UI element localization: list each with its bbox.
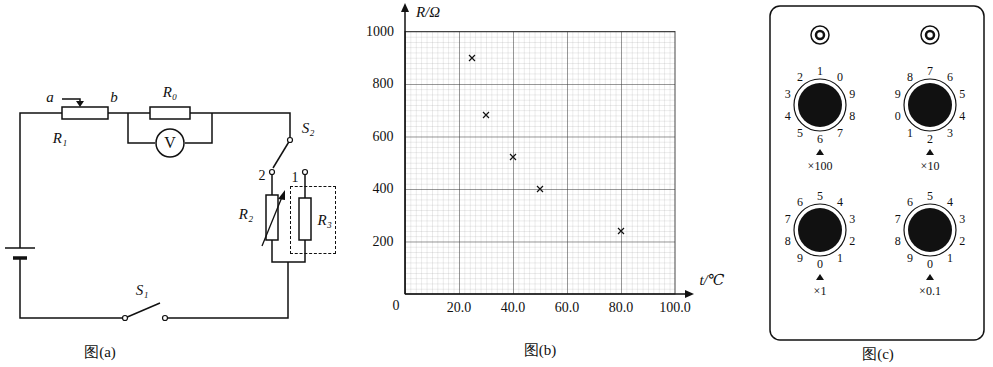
dial-digit: 5 [959,88,965,100]
axes [401,3,694,298]
voltmeter-circle: V [155,128,185,158]
dial-digit: 9 [797,252,803,264]
component-label: R₃ [318,213,332,228]
dial-digit: 4 [837,196,843,208]
dial-digit: 0 [817,258,823,270]
switch-label: S₁ [136,283,149,298]
tick-label: 400 [373,182,394,196]
terminal [811,26,939,44]
figure-caption: 图(b) [524,343,557,358]
dial-digit: 4 [959,110,965,122]
dial-digit: 9 [907,252,913,264]
dial-digit: 2 [927,133,933,145]
switch-contact [123,138,308,321]
dial-digit: 7 [927,65,933,77]
dial-digit: 5 [927,190,933,202]
dial-digit: 1 [817,65,823,77]
tick-label: 80.0 [609,301,634,315]
dial-digit: 6 [947,71,953,83]
dial-digit: 6 [797,196,803,208]
battery-symbol [5,248,35,258]
dial-digit: 3 [947,127,953,139]
dial-digit: 2 [849,235,855,247]
dial-pointer [816,149,934,280]
dial-digit: 7 [895,213,901,225]
circuit-wires [20,113,305,318]
variable-arrow [262,190,285,246]
dial-digit: 5 [817,190,823,202]
contact-number: 1 [292,171,299,185]
dial-digit: 9 [849,88,855,100]
figure-caption: 图(a) [84,345,116,360]
dial-digit: 4 [785,110,791,122]
tick-label: 100.0 [659,301,691,315]
data-points [469,55,624,234]
dial-multiplier: ×1 [814,285,827,297]
slider-arrow [62,99,84,107]
dial-digit: 8 [849,110,855,122]
component-label: R₁ [53,131,67,146]
dial-digit: 1 [947,252,953,264]
figure-caption: 图(c) [862,347,894,362]
dial-digit: 3 [959,213,965,225]
dial-knob [794,79,956,256]
dial-digit: 2 [797,71,803,83]
dial-digit: 6 [817,133,823,145]
tick-label: 800 [373,77,394,91]
component-label: R₂ [239,207,253,222]
contact-number: 2 [259,169,266,183]
tick-label: 1000 [366,25,394,39]
dial-digit: 7 [837,127,843,139]
resistor-symbol [299,198,311,240]
tick-label: 600 [373,130,394,144]
resistor-dashed-box: R₃ [290,186,336,254]
grid-minor [405,32,675,295]
dial-digit: 1 [907,127,913,139]
axis-title: R/Ω [416,5,440,20]
dial-digit: 9 [895,88,901,100]
dial-multiplier: ×100 [808,160,833,172]
dial-digit: 3 [785,88,791,100]
tick-label: 0 [393,299,400,313]
dial-digit: 1 [837,252,843,264]
dial-multiplier: ×0.1 [919,285,941,297]
resistance-box [770,6,984,340]
rheostat-symbol [62,107,108,119]
tick-label: 40.0 [501,301,526,315]
dial-digit: 2 [959,235,965,247]
resistor-symbol [150,107,190,119]
dial-digit: 8 [785,235,791,247]
grid-major [405,32,675,295]
dial-digit: 8 [907,71,913,83]
tick-label: 60.0 [555,301,580,315]
dial-digit: 0 [895,110,901,122]
terminal-label: b [110,90,118,105]
dial-digit: 8 [895,235,901,247]
component-label: R₀ [163,85,177,100]
dial-digit: 7 [785,213,791,225]
dial-multiplier: ×10 [921,160,940,172]
tick-label: 200 [373,235,394,249]
dial-digit: 5 [797,127,803,139]
dial-digit: 3 [849,213,855,225]
meter-symbol: V [164,135,176,151]
dial-digit: 0 [927,258,933,270]
terminal-label: a [46,90,54,105]
tick-label: 20.0 [447,301,472,315]
axis-title: t/℃ [699,273,724,288]
dial-digit: 0 [837,71,843,83]
switch-label: S₂ [302,121,315,136]
dial-digit: 4 [947,196,953,208]
dial-digit: 6 [907,196,913,208]
